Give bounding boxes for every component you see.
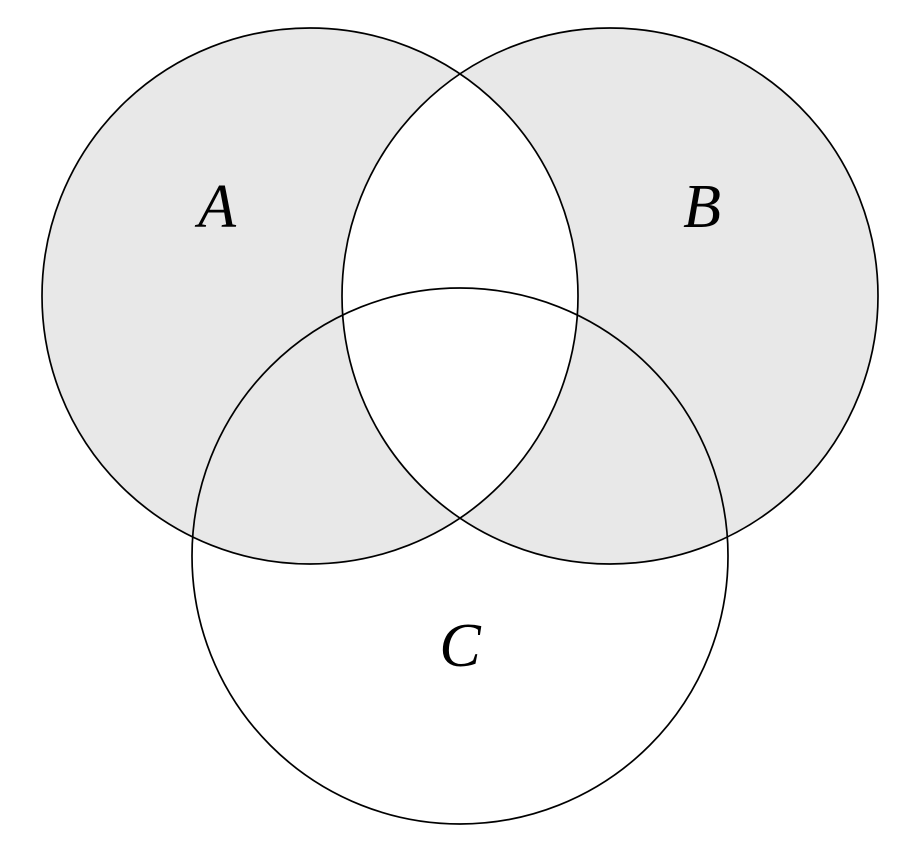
set-c-label: C xyxy=(439,612,481,680)
a-intersect-b-unshaded-region xyxy=(342,28,578,564)
set-c-circle-outline xyxy=(191,287,729,825)
set-a-circle-outline xyxy=(41,27,579,565)
set-b-circle-outline xyxy=(341,27,879,565)
set-a-label: A xyxy=(194,173,237,241)
set-b-label: B xyxy=(683,173,721,241)
